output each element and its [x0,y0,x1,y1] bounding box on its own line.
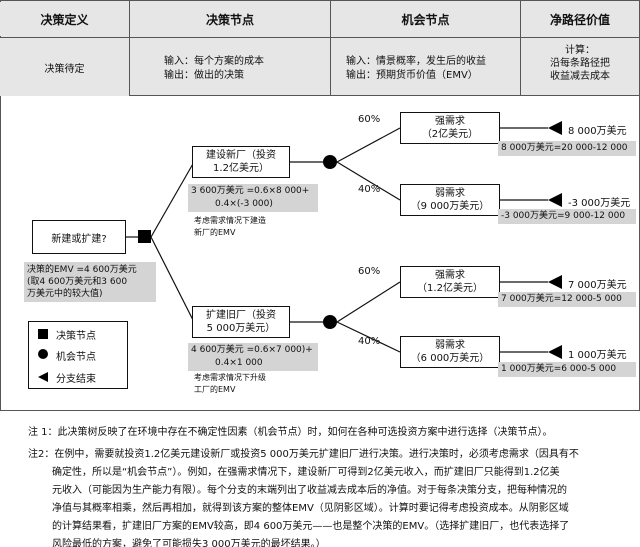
option1-l2: 1.2亿美元） [213,163,269,174]
header-divider [0,37,640,38]
root-emv-l3: 万美元中的较大值) [27,289,103,299]
option1-note-l2: 新厂的EMV [194,228,236,237]
chance2-weak-line [336,321,401,353]
branch3-scenario-box: 强需求 （1.2亿美元） [400,266,500,298]
option1-l1: 建设新厂（投资 [206,150,276,161]
header-decision-definition: 决策定义 [0,2,129,36]
option2-l1: 扩建旧厂（投资 [206,310,276,321]
legend-end-label: 分支结束 [56,374,96,385]
branch4-probability: 40% [358,336,381,347]
branch2-scenario-box: 弱需求 （9 000万美元） [400,184,500,216]
legend-triangle-icon [38,372,48,382]
note-1: 注 1：此决策树反映了在环境中存在不确定性因素（机会节点）时，如何在各种可选投资… [28,427,553,438]
end-triangle-4 [548,345,562,359]
legend-decision-label: 决策节点 [56,331,96,342]
def-net-calc-l2: 沿每条路径把 [550,58,610,69]
branch4-result: 1 000万美元 [568,350,627,361]
option2-note-l2: 工厂的EMV [194,385,236,394]
option1-emv-box: 3 600万美元 =0.6×8 000+ 0.4×(-3 000) [188,184,318,212]
end-triangle-2 [548,193,562,207]
option1-emv-l1: 3 600万美元 =0.6×8 000+ [191,186,310,196]
branch1-calc: 8 000万美元=20 000-12 000 [498,141,636,156]
note-2-line-1: 注2：在例中，需要就投资1.2亿美元建设新厂或投资5 000万美元扩建旧厂进行决… [28,449,579,460]
branch2-calc: -3 000万美元=9 000-12 000 [498,209,636,224]
root-emv-l1: 决策的EMV =4 600万美元 [27,265,137,275]
branch3-probability: 60% [358,266,381,277]
end-triangle-1 [548,121,562,135]
root-question-box: 新建或扩建? [32,220,126,254]
option2-emv-l2: 0.4×1 000 [215,358,263,368]
decision-node-square [138,230,151,243]
option2-note-l1: 考虑需求情况下升级 [194,373,266,382]
chance1-weak-line [336,161,401,201]
def-decision-output: 输出：做出的决策 [164,66,244,81]
root-emv-l2: (取4 600万美元和3 600 [27,277,128,287]
chance-node-2 [323,315,337,329]
legend-box [28,321,128,389]
option-expand-old-plant: 扩建旧厂（投资 5 000万美元） [192,306,290,338]
branch3-scenario-l1: 强需求 [435,270,465,281]
header-decision-node: 决策节点 [130,2,330,36]
header-col-divider-1 [129,0,130,96]
def-chance-output: 输出：预期货币价值（EMV） [346,66,478,81]
chance2-strong-line [336,281,401,323]
def-net-calc-l3: 收益减去成本 [550,71,610,82]
note-2-line-5: 的计算结果看，扩建旧厂方案的EMV较高，即4 600万美元——也是整个决策的EM… [52,521,570,532]
option1-note-l1: 考虑需求情况下建造 [194,216,266,225]
decision-to-opt2-line [150,236,195,323]
legend-circle-icon [38,349,48,359]
option-build-new-plant: 建设新厂（投资 1.2亿美元） [192,146,290,178]
header-col-divider-2 [330,0,331,96]
root-emv-box: 决策的EMV =4 600万美元 (取4 600万美元和3 600 万美元中的较… [24,262,156,302]
option2-emv-box: 4 600万美元 =0.6×7 000)+ 0.4×1 000 [188,343,318,371]
def-decision-input: 输入：每个方案的成本 [164,52,264,67]
end-triangle-3 [548,275,562,289]
branch1-scenario-l2: （2亿美元） [421,129,479,140]
branch2-scenario-l1: 弱需求 [435,188,465,199]
branch1-scenario-box: 强需求 （2亿美元） [400,112,500,144]
option2-emv-l1: 4 600万美元 =0.6×7 000)+ [191,345,313,355]
branch4-scenario-l1: 弱需求 [435,340,465,351]
notes-section: 注 1：此决策树反映了在环境中存在不确定性因素（机会节点）时，如何在各种可选投资… [28,424,636,547]
note-2-line-6: 风险最低的方案，避免了可能损失3 000万美元的最坏结果。） [52,539,326,547]
header-net-path-value: 净路径价值 [521,2,639,36]
def-chance-input: 输入：情景概率，发生后的收益 [346,52,486,67]
header-col-divider-3 [520,0,521,96]
header-chance-node: 机会节点 [331,2,520,36]
decision-to-opt1-line [150,161,195,238]
branch2-probability: 40% [358,184,381,195]
branch4-scenario-l2: （6 000万美元） [410,353,490,364]
legend-square-icon [38,329,48,339]
branch4-scenario-box: 弱需求 （6 000万美元） [400,336,500,368]
def-net-calc: 计算： 沿每条路径把 收益减去成本 [521,44,639,83]
branch3-scenario-l2: （1.2亿美元） [417,283,483,294]
branch1-scenario-l1: 强需求 [435,116,465,127]
branch4-calc: 1 000万美元=6 000-5 000 [498,362,636,377]
def-decision-pending: 决策待定 [0,38,129,96]
chance-node-1 [323,155,337,169]
legend-chance-label: 机会节点 [56,352,96,363]
branch2-result: -3 000万美元 [568,198,631,209]
note-2-line-3: 元收入（可能因为生产能力有限）。每个分支的末端列出了收益减去成本后的净值。对于每… [52,485,567,496]
note-2-line-2: 确定性，所以是“机会节点”）。例如，在强需求情况下，建设新厂可得到2亿美元收入，… [52,467,560,478]
def-net-calc-l1: 计算： [565,45,595,56]
branch3-calc: 7 000万美元=12 000-5 000 [498,292,636,307]
branch1-probability: 60% [358,114,381,125]
note-2-line-4: 净值与其概率相乘，然后再相加，就得到该方案的整体EMV（见阴影区域）。计算时要记… [52,503,569,514]
option2-l2: 5 000万美元） [206,323,276,334]
branch1-result: 8 000万美元 [568,126,627,137]
branch2-scenario-l2: （9 000万美元） [410,201,490,212]
branch3-result: 7 000万美元 [568,280,627,291]
option1-emv-l2: 0.4×(-3 000) [215,199,273,209]
chance1-strong-line [336,127,401,163]
